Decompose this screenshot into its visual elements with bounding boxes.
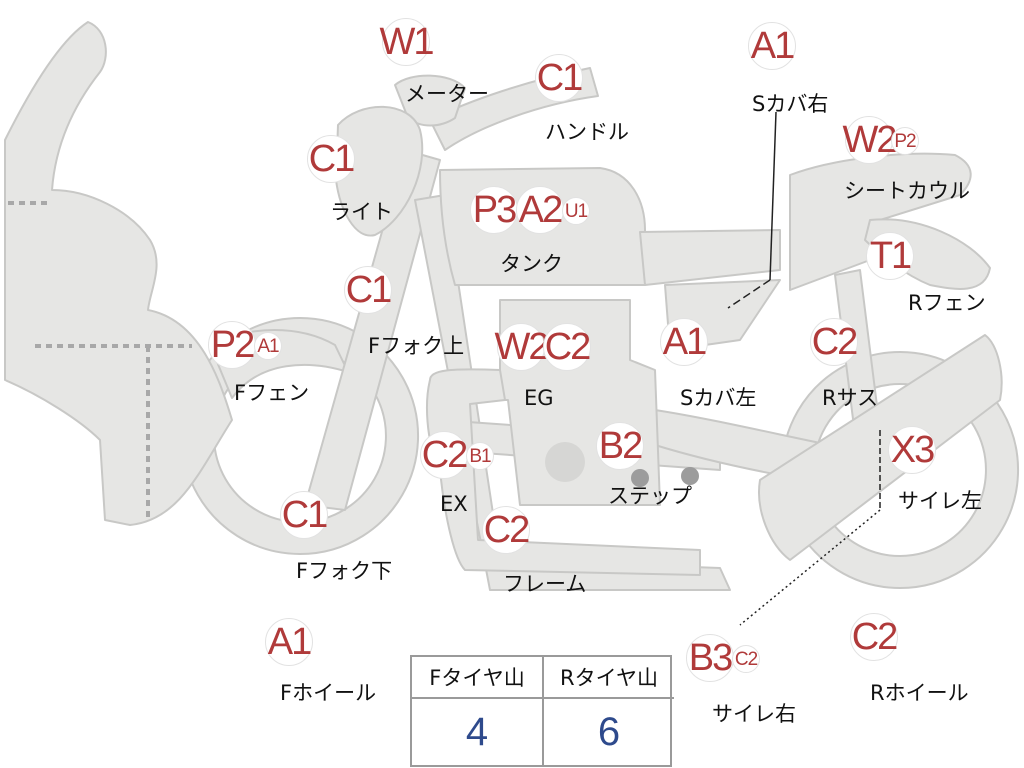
part-label-rear-fender: Rフェン — [908, 291, 986, 315]
rear-tire-header: Rタイヤ山 — [544, 657, 674, 699]
grade-badge: A2 — [516, 186, 564, 234]
part-label-side-cover-right: Sカバ右 — [752, 92, 829, 116]
fairing-shape — [4, 21, 233, 526]
grade-badge: W2 — [495, 323, 550, 371]
tire-tread-table: Fタイヤ山 4 Rタイヤ山 6 — [410, 655, 674, 767]
part-label-light: ライト — [330, 200, 393, 224]
part-label-rear-wheel: Rホイール — [870, 681, 969, 705]
grade-badge: U1 — [562, 197, 590, 225]
grade-badge: A1 — [748, 22, 796, 70]
part-label-front-fender: Fフェン — [234, 381, 310, 405]
part-label-handle: ハンドル — [545, 120, 629, 144]
grade-badge: W2 — [843, 116, 898, 164]
part-label-frame: フレーム — [503, 572, 587, 596]
grade-badge: X3 — [888, 426, 936, 474]
grade-badge: A1 — [265, 618, 313, 666]
part-label-silencer-right: サイレ右 — [712, 702, 796, 726]
front-tire-column: Fタイヤ山 4 — [412, 657, 542, 765]
footpeg-shape-2 — [681, 467, 699, 485]
grade-badge: C1 — [344, 266, 392, 314]
meter-shape — [394, 74, 466, 127]
part-label-engine: EG — [524, 386, 554, 410]
engine-cover-shape — [545, 442, 585, 482]
grade-badge: A1 — [254, 332, 282, 360]
grade-badge: A1 — [660, 318, 708, 366]
grade-badge: C2 — [482, 506, 530, 554]
part-label-step: ステップ — [608, 484, 692, 508]
seat-shape — [639, 229, 781, 286]
part-label-silencer-left: サイレ左 — [898, 489, 982, 513]
headlight-shape — [335, 105, 424, 237]
grade-badge: W1 — [380, 18, 435, 66]
rear-tire-value: 6 — [597, 709, 621, 754]
grade-badge: P3 — [470, 186, 518, 234]
seat-cowl-shape — [789, 152, 972, 291]
part-label-exhaust: EX — [440, 492, 468, 516]
grade-badge: B1 — [466, 442, 494, 470]
part-label-front-wheel: Fホイール — [280, 681, 377, 705]
grade-badge: C1 — [307, 135, 355, 183]
grade-badge: P2 — [891, 127, 919, 155]
grade-badge: B3 — [686, 634, 734, 682]
silencer-shape — [758, 334, 1003, 561]
part-label-front-fork-lower: Fフォク下 — [296, 559, 393, 583]
leader-line-silencer-right — [739, 509, 881, 626]
grade-badge: T1 — [866, 232, 914, 280]
grade-badge: P2 — [208, 321, 256, 369]
front-fork-shape — [304, 149, 441, 511]
front-tire-value: 4 — [465, 709, 489, 754]
front-tire-header: Fタイヤ山 — [412, 657, 542, 699]
part-label-meter: メーター — [405, 82, 489, 106]
part-label-side-cover-left: Sカバ左 — [680, 386, 757, 410]
grade-badge: C1 — [280, 491, 328, 539]
part-label-seat-cowl: シートカウル — [844, 179, 970, 203]
leader-line-side-cover-right-2 — [727, 279, 771, 309]
part-label-tank: タンク — [500, 252, 563, 276]
grade-badge: C2 — [543, 323, 591, 371]
rear-tire-column: Rタイヤ山 6 — [542, 657, 674, 765]
grade-badge: C1 — [535, 54, 583, 102]
exhaust-shape — [426, 368, 701, 576]
leader-line-side-cover-right — [769, 111, 777, 281]
grade-badge: C2 — [420, 431, 468, 479]
grade-badge: C2 — [732, 645, 760, 673]
part-label-rear-suspension: Rサス — [822, 386, 879, 410]
grade-badge: C2 — [850, 613, 898, 661]
part-label-front-fork-upper: Fフォク上 — [368, 334, 465, 358]
footpeg-shape — [631, 469, 649, 487]
grade-badge: C2 — [810, 318, 858, 366]
grade-badge: B2 — [596, 422, 644, 470]
